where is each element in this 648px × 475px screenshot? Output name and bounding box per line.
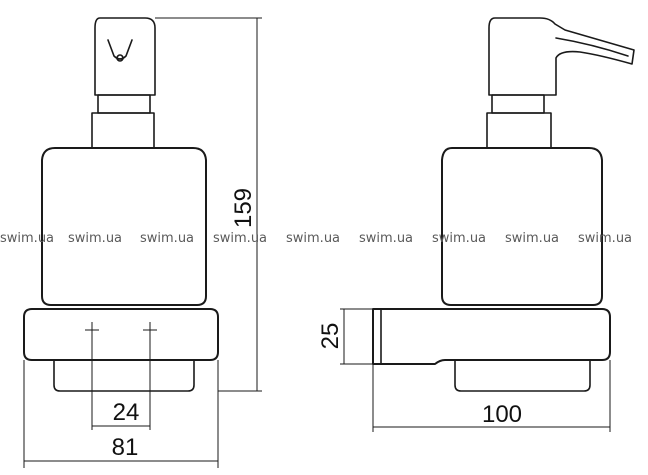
- front-bottle-neck: [91, 112, 155, 149]
- front-pump-head: [94, 17, 156, 96]
- watermark-text: swim.ua: [0, 231, 54, 246]
- height-dimension: [155, 17, 262, 392]
- front-pump-nozzle-mark: [107, 39, 133, 60]
- watermark-text: swim.ua: [68, 231, 122, 246]
- side-wall-plate: [454, 359, 591, 392]
- watermark-text: swim.ua: [432, 231, 486, 246]
- front-bottle-body: [41, 147, 207, 306]
- front-pump-hole: [116, 54, 124, 62]
- front-holder-base: [23, 308, 219, 361]
- watermark-text: swim.ua: [140, 231, 194, 246]
- side-bottle-body: [441, 147, 603, 306]
- side-view: [340, 17, 635, 432]
- dim-label-hole-spacing: 24: [113, 399, 140, 426]
- front-view: [23, 17, 219, 468]
- dim-label-base-width: 81: [112, 434, 139, 461]
- watermark-row: swim.ua swim.ua swim.ua swim.ua swim.ua swim.…: [0, 231, 632, 246]
- watermark-text: swim.ua: [505, 231, 559, 246]
- side-spout-inner-line: [555, 37, 629, 57]
- side-holder-arm: [372, 308, 611, 365]
- side-pump-collar: [491, 94, 545, 114]
- front-pump-collar: [97, 94, 151, 114]
- dim-label-height: 159: [230, 188, 257, 228]
- watermark-text: swim.ua: [359, 231, 413, 246]
- side-pump-head: [488, 17, 635, 96]
- watermark-text: swim.ua: [578, 231, 632, 246]
- dim-label-base-height: 25: [317, 323, 344, 350]
- dim-label-projection: 100: [482, 401, 522, 428]
- watermark-text: swim.ua: [213, 231, 267, 246]
- watermark-text: swim.ua: [286, 231, 340, 246]
- front-wall-plate: [53, 359, 195, 392]
- side-bottle-neck: [486, 112, 552, 149]
